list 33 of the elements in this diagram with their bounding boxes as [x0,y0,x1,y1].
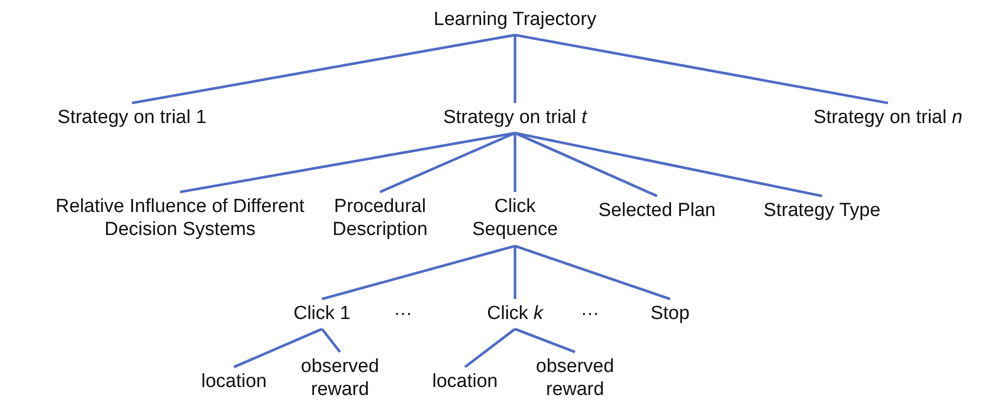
tree-line [514,132,822,198]
tree-line [514,34,888,104]
tree-line [320,328,342,353]
node-label: Procedural Description [331,195,429,241]
node-label: location [432,370,498,392]
tree-line [322,244,516,300]
node-label: Relative Influence of Different Decision Systems [54,195,306,241]
node-label: Strategy on trial t [443,106,587,128]
node-label: Stop [650,302,690,324]
node-label: observed reward [300,355,380,401]
tree-line [379,132,516,194]
node-label: Click Sequence [471,195,559,241]
node-label: Selected Plan [598,198,716,222]
tree-line [514,35,516,103]
tree-line [514,246,516,299]
node-label: Learning Trajectory [434,8,596,30]
tree-line [514,132,658,198]
node-label: Strategy on trial 1 [58,106,206,128]
node-label: Strategy on trial n [814,106,962,128]
node-label: Click k [487,302,543,324]
tree-line [514,244,670,300]
ellipsis: … [392,298,414,321]
node-label: observed reward [534,355,616,401]
tree-line [514,328,576,354]
tree-line [132,34,516,104]
tree-line [464,328,516,368]
tree-line [233,328,323,368]
node-label: Strategy Type [764,198,880,222]
tree-line [180,132,516,194]
node-label: location [201,370,267,392]
ellipsis: … [580,298,600,321]
node-label: Click 1 [293,302,350,324]
tree-line [514,133,516,192]
